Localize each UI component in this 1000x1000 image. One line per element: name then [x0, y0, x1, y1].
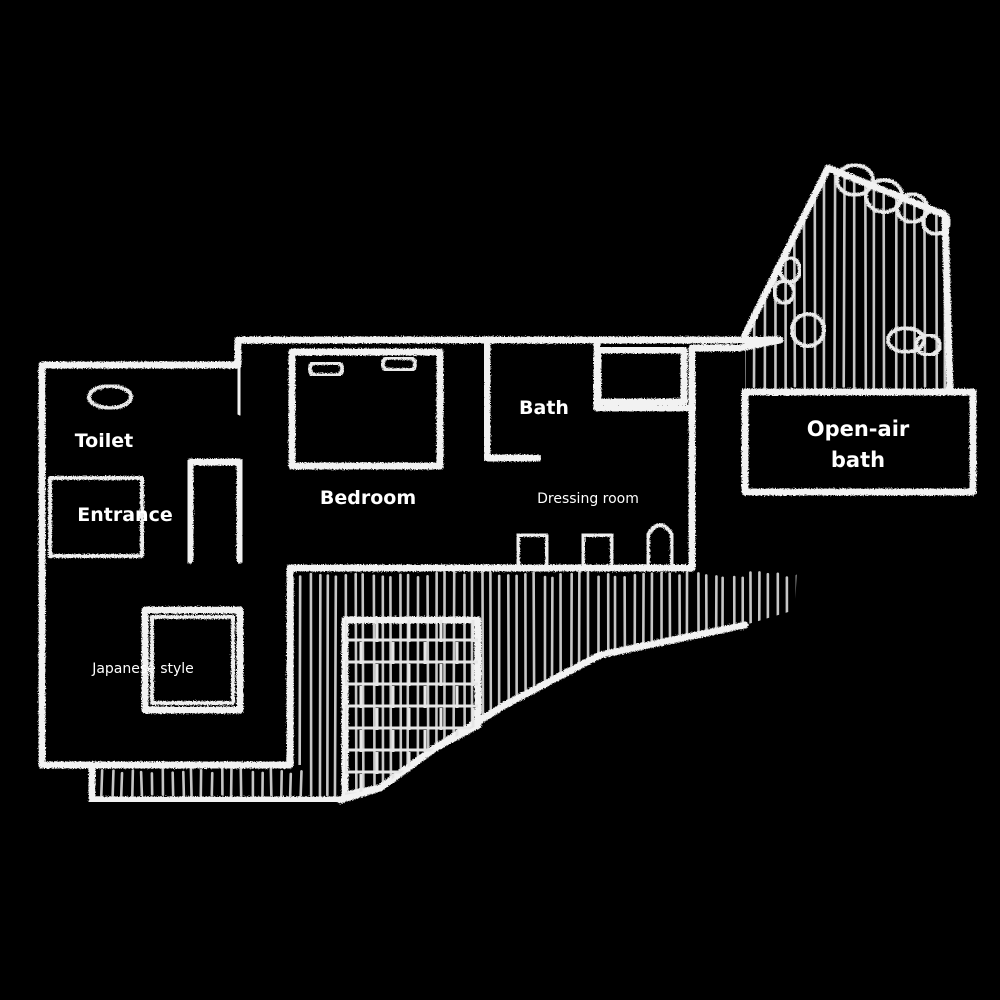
room-label-bedroom: Bedroom	[320, 487, 416, 509]
hatch-line	[633, 573, 637, 797]
room-label-dressing-room: Dressing room	[537, 491, 639, 507]
hatch-line	[649, 572, 654, 800]
hatch-line	[569, 572, 573, 799]
hatch-line	[130, 769, 135, 800]
hatch-line	[550, 576, 554, 797]
hatch-line	[641, 572, 645, 797]
bathtub	[594, 346, 688, 406]
open-air-bath-tub	[741, 388, 977, 496]
hatch-line	[181, 770, 186, 799]
hatch-line	[685, 570, 689, 800]
hatch-line	[333, 575, 338, 800]
entrance-tiles	[48, 476, 144, 558]
hatch-line	[720, 576, 724, 800]
hatch-line	[833, 170, 837, 389]
bed	[288, 348, 444, 470]
hatch-line	[864, 171, 868, 390]
hatch-line	[299, 769, 303, 797]
room-label-japanese-style: Japanese style	[91, 661, 194, 677]
interior-walls	[38, 341, 696, 569]
room-label-bath: Bath	[519, 397, 569, 419]
hatch-line	[532, 571, 536, 796]
hatch-line	[99, 768, 104, 800]
toilet-fixture	[87, 384, 133, 410]
garden-wall	[741, 164, 954, 396]
hatch-line	[389, 576, 393, 797]
hatch-line	[298, 575, 302, 800]
hatch-line	[372, 574, 376, 800]
hatch-line	[668, 572, 672, 800]
garden-stones	[772, 163, 951, 357]
room-label-toilet: Toilet	[75, 430, 133, 452]
hatch-line	[189, 767, 193, 798]
hatch-line	[749, 571, 753, 800]
hatch-line	[139, 770, 144, 797]
hatch-line	[752, 171, 757, 389]
south-deck-edge	[88, 761, 344, 804]
south-deck-hatching	[92, 767, 303, 800]
hatch-line	[577, 571, 581, 796]
hatch-line	[481, 571, 485, 797]
bath-deck-lines	[733, 348, 897, 392]
hatch-line	[354, 572, 358, 800]
hatch-line	[623, 575, 627, 798]
room-label-open-air-bath-line2: bath	[831, 448, 885, 472]
hatch-line	[704, 574, 709, 798]
hatch-line	[842, 170, 846, 388]
hatch-line	[489, 571, 493, 798]
hatch-line	[745, 172, 747, 392]
hatch-line	[288, 772, 293, 797]
hatch-line	[361, 573, 365, 800]
hatch-line	[678, 574, 682, 800]
room-label-entrance: Entrance	[77, 504, 172, 526]
hatch-line	[119, 771, 124, 798]
hatch-line	[714, 575, 718, 800]
room-label-open-air-bath-line1: Open-air	[807, 417, 910, 441]
hatch-line	[506, 574, 511, 800]
stone-path	[341, 616, 482, 799]
hatch-line	[426, 575, 430, 800]
hatch-line	[757, 571, 761, 798]
japanese-room-table	[141, 606, 244, 714]
hatch-line	[111, 769, 115, 797]
dressing-fixtures	[516, 523, 674, 567]
